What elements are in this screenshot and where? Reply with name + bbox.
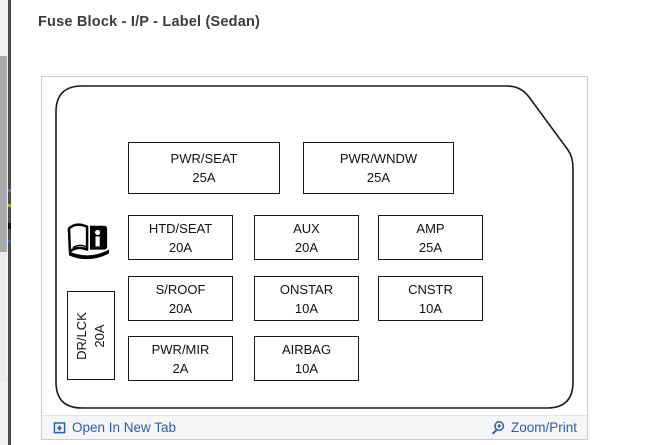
fuse-label: DR/LCK [74, 311, 89, 360]
window-border-line [8, 0, 11, 445]
open-in-new-tab-link[interactable]: Open In New Tab [52, 420, 176, 435]
fuse-label: AMP [416, 220, 445, 236]
diagram-footer-bar: Open In New Tab Zoom/Print [42, 415, 587, 439]
fuse-label: AUX [293, 220, 320, 236]
fuse-label: HTD/SEAT [148, 220, 213, 236]
fuse-label: CNSTR [408, 281, 453, 297]
fuse-box-pwr-seat: PWR/SEAT 25A [128, 142, 280, 194]
edge-speck [8, 204, 11, 207]
fuse-amp: 10A [294, 300, 319, 316]
fuse-amp: 20A [92, 323, 107, 348]
fuse-label: PWR/MIR [151, 341, 210, 357]
fuse-amp: 20A [168, 239, 193, 255]
fuse-amp: 10A [418, 300, 443, 316]
edge-speck [8, 240, 11, 243]
fuse-box-htd-seat: HTD/SEAT 20A [128, 215, 233, 260]
fuse-box-s-roof: S/ROOF 20A [128, 276, 233, 321]
fuse-amp: 25A [418, 239, 443, 255]
fuse-label: AIRBAG [281, 341, 332, 357]
fuse-box-dr-lck: DR/LCK 20A [67, 291, 115, 380]
fuse-box-airbag: AIRBAG 10A [254, 336, 359, 381]
background-window-edge [0, 0, 8, 445]
edge-speck [8, 223, 11, 229]
page-title: Fuse Block - I/P - Label (Sedan) [38, 14, 261, 30]
fuse-amp: 2A [172, 360, 189, 376]
fuse-box-onstar: ONSTAR 10A [254, 276, 359, 321]
fuse-label: S/ROOF [155, 281, 206, 297]
fuse-label: ONSTAR [279, 281, 334, 297]
zoom-plus-icon [491, 420, 505, 434]
fuse-diagram-panel: PWR/SEAT 25A PWR/WNDW 25A HTD/SEAT 20A A… [41, 76, 588, 440]
fuse-amp: 25A [192, 170, 216, 185]
zoom-print-link[interactable]: Zoom/Print [490, 420, 577, 436]
scrollbar-track [0, 252, 7, 382]
fuse-amp: 20A [294, 239, 319, 255]
fuse-box-cnstr: CNSTR 10A [378, 276, 483, 321]
fuse-amp: 25A [366, 170, 391, 185]
fuse-amp: 20A [168, 300, 193, 316]
open-in-new-tab-label: Open In New Tab [72, 420, 177, 435]
scrollbar-thumb[interactable] [0, 56, 7, 252]
fuse-box-aux: AUX 20A [254, 215, 359, 260]
fuse-label: PWR/WNDW [339, 151, 418, 166]
fuse-amp: 10A [294, 360, 319, 376]
owner-manual-book-icon [67, 223, 110, 260]
fuse-label: PWR/SEAT [170, 151, 238, 166]
fuse-box-amp: AMP 25A [378, 215, 483, 260]
edge-speck [8, 189, 11, 192]
zoom-print-label: Zoom/Print [510, 420, 577, 435]
fuse-block-outline [55, 85, 574, 409]
fuse-box-pwr-wndw: PWR/WNDW 25A [303, 142, 454, 194]
open-in-new-tab-icon [53, 422, 66, 434]
fuse-box-pwr-mir: PWR/MIR 2A [128, 336, 233, 381]
